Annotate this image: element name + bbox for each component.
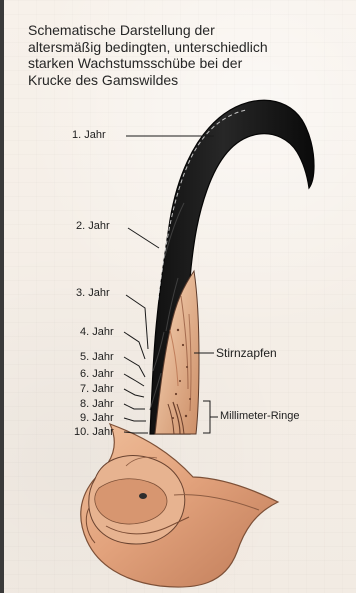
skull-hole-icon	[139, 493, 147, 499]
caption-line-4: Krucke des Gamswildes	[28, 72, 328, 89]
leader-line-year-10	[124, 432, 148, 433]
leader-line-year-7	[124, 389, 144, 397]
label-year-7: 7. Jahr	[80, 384, 114, 395]
label-year-6: 6. Jahr	[80, 369, 114, 380]
caption-line-3: starken Wachstumsschübe bei der	[28, 55, 328, 72]
label-year-10: 10. Jahr	[74, 427, 114, 438]
leader-line-year-9	[124, 418, 146, 421]
leader-line-year-6	[124, 374, 144, 386]
label-year-9: 9. Jahr	[80, 413, 114, 424]
millimeter-bracket	[203, 401, 210, 433]
leader-line-year-5	[124, 357, 145, 377]
label-year-4: 4. Jahr	[80, 327, 114, 338]
caption-line-1: Schematische Darstellung der	[28, 22, 328, 39]
skull-shape	[81, 424, 278, 587]
diagram-caption: Schematische Darstellung der altersmäßig…	[28, 22, 328, 88]
caption-line-2: altersmäßig bedingten, unterschiedlich	[28, 39, 328, 56]
label-millimeter-ringe: Millimeter-Ringe	[220, 411, 299, 422]
leader-line-year-4	[124, 332, 145, 359]
label-year-8: 8. Jahr	[80, 399, 114, 410]
label-year-1: 1. Jahr	[72, 130, 106, 141]
label-year-2: 2. Jahr	[76, 221, 110, 232]
label-year-5: 5. Jahr	[80, 352, 114, 363]
label-year-3: 3. Jahr	[76, 288, 110, 299]
leader-line-year-8	[124, 404, 145, 409]
leader-line-year-2	[128, 228, 159, 248]
label-stirnzapfen: Stirnzapfen	[216, 347, 277, 359]
